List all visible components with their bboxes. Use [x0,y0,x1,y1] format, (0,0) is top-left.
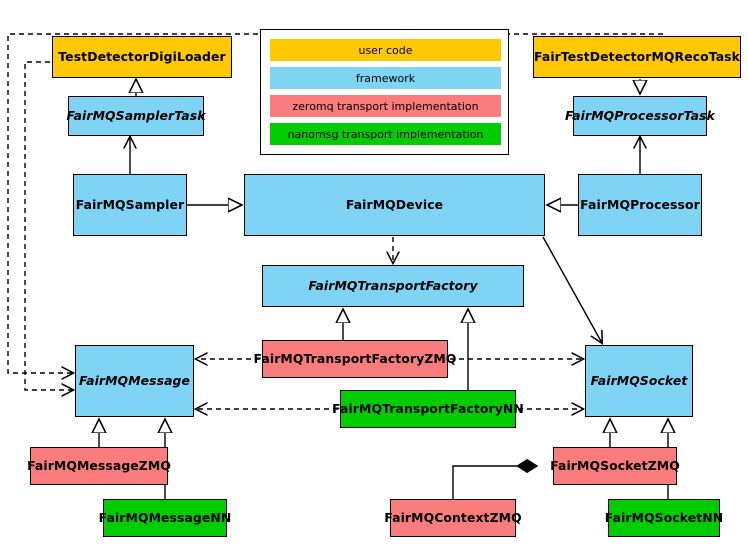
node-fairmq-message-zmq[interactable]: FairMQMessageZMQ [27,447,171,485]
node-label: FairMQSocketNN [604,510,724,526]
node-label: FairMQTransportFactoryNN [332,401,524,417]
node-label: FairMQTransportFactory [308,278,478,294]
node-label: FairMQTransportFactoryZMQ [253,351,457,367]
node-label: FairMQProcessorTask [565,108,715,124]
node-fairmq-socket-zmq[interactable]: FairMQSocketZMQ [550,447,680,485]
legend-item-user-code: user code [270,39,501,61]
node-fairmq-socket-nn[interactable]: FairMQSocketNN [604,499,724,537]
legend-item-label: user code [358,43,413,57]
edge-device-to-socket [542,236,602,343]
node-label: FairMQSocket [590,373,688,389]
legend-item-label: framework [355,71,416,85]
legend-item-label: nanomsg transport implementation [287,127,484,141]
node-fairmq-context-zmq[interactable]: FairMQContextZMQ [384,499,522,537]
legend-item-framework: framework [270,67,501,89]
node-fairmq-socket[interactable]: FairMQSocket [585,345,693,417]
node-label: FairMQContextZMQ [384,510,522,526]
node-fairmq-transport-factory-zmq[interactable]: FairMQTransportFactoryZMQ [254,340,456,378]
node-label: FairMQMessageNN [98,510,232,526]
node-fairmq-transport-factory[interactable]: FairMQTransportFactory [262,265,524,307]
node-fairmq-message-nn[interactable]: FairMQMessageNN [99,499,231,537]
node-label: FairMQMessage [78,373,191,389]
node-fairmq-message[interactable]: FairMQMessage [75,345,194,417]
node-label: FairMQDevice [345,197,444,213]
node-fair-test-detector-mq-reco-task[interactable]: FairTestDetectorMQRecoTask [533,36,741,78]
edge-contextzmq-to-socketzmq [452,466,537,499]
legend-item-zeromq: zeromq transport implementation [270,95,501,117]
node-label: TestDetectorDigiLoader [58,49,226,65]
node-fairmq-device[interactable]: FairMQDevice [244,174,545,236]
node-label: FairMQSamplerTask [66,108,206,124]
node-fairmq-sampler[interactable]: FairMQSampler [73,174,187,236]
node-fairmq-processor[interactable]: FairMQProcessor [578,174,702,236]
node-fairmq-transport-factory-nn[interactable]: FairMQTransportFactoryNN [332,390,524,428]
legend-item-nanomsg: nanomsg transport implementation [270,123,501,145]
node-label: FairMQSocketZMQ [550,458,680,474]
node-fairmq-sampler-task[interactable]: FairMQSamplerTask [66,96,206,136]
node-label: FairMQMessageZMQ [27,458,171,474]
legend: user code framework zeromq transport imp… [260,29,509,155]
node-label: FairMQProcessor [580,197,700,213]
node-test-detector-digi-loader[interactable]: TestDetectorDigiLoader [52,36,232,78]
node-label: FairMQSampler [75,197,185,213]
node-fairmq-processor-task[interactable]: FairMQProcessorTask [565,96,715,136]
node-label: FairTestDetectorMQRecoTask [534,49,740,65]
legend-item-label: zeromq transport implementation [292,99,479,113]
